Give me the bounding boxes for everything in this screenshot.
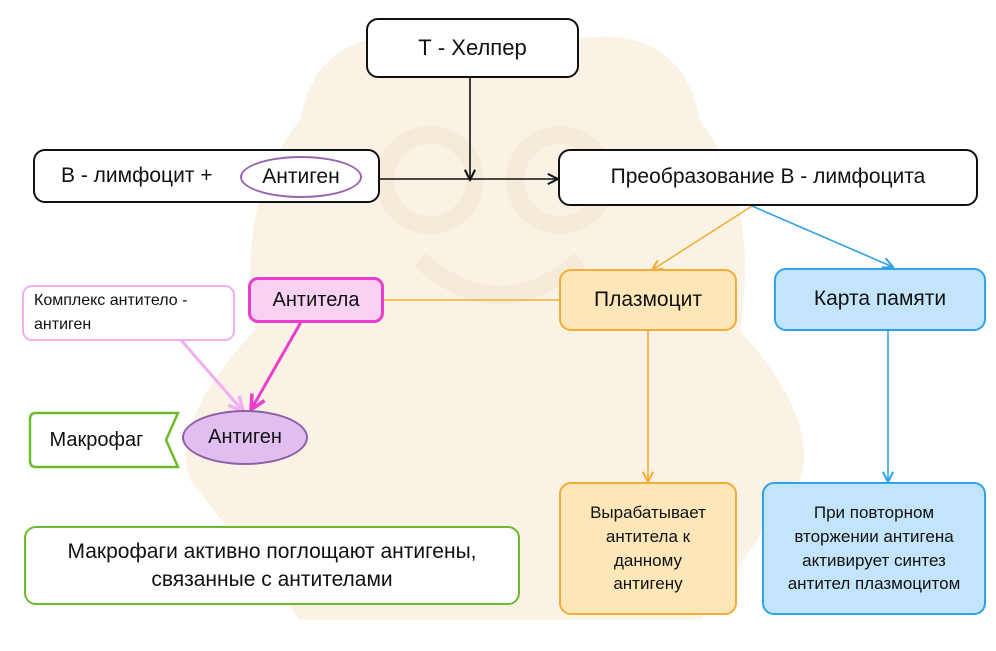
b-lymphocyte-label: В - лимфоцит + [61,163,213,187]
repeat-line-3: активирует синтез [802,550,946,570]
transformation-box: Преобразование В - лимфоцита [558,149,978,206]
complex-text: Комплекс антитело - антиген [34,289,187,337]
macrophage-note-line-2: связанные с антителами [151,567,393,591]
macrophage-note-line-1: Макрофаги активно поглощают антигены, [67,540,477,564]
produces-line-2: антитела к [605,526,691,546]
antigen-bottom-label: Антиген [208,426,282,448]
repeat-line-4: антител плазмоцитом [787,574,961,594]
arrow-transform-memory [751,205,893,267]
memory-card-box: Карта памяти [774,268,986,331]
produces-line-4: антигену [613,574,683,594]
repeat-line-2: вторжении антигена [794,526,954,546]
produces-line-3: данному [614,550,682,570]
macrophage-label-wrap: Макрофаг [34,413,159,467]
complex-line-1: Комплекс антитело - [34,292,188,309]
complex-box: Комплекс антитело - антиген [22,285,235,341]
repeat-text: При повторном вторжении антигена активир… [788,501,961,596]
produces-line-1: Вырабатывает [590,502,706,522]
memory-card-label: Карта памяти [813,287,947,311]
macrophage-label: Макрофаг [49,428,144,451]
macrophage-banner [28,411,180,469]
plasmocyte-box: Плазмоцит [559,269,737,331]
arrow-complex-antigen [179,339,242,410]
produces-box: Вырабатывает антитела к данному антигену [559,482,737,615]
antigen-top-label: Антиген [262,164,340,188]
arrow-antibodies-antigen [252,321,303,408]
t-helper-label: Т - Хелпер [418,35,527,61]
arrow-transform-plasmocyte [652,205,753,270]
repeat-line-1: При повторном [813,502,935,522]
macrophage-note-text: Макрофаги активно поглощают антигены, св… [68,538,477,593]
t-helper-box: Т - Хелпер [366,18,579,78]
antigen-oval-top: Антиген [240,156,362,198]
macrophage-note-box: Макрофаги активно поглощают антигены, св… [24,526,520,605]
antibodies-box: Антитела [248,277,384,323]
produces-text: Вырабатывает антитела к данному антигену [590,501,706,596]
plasmocyte-label: Плазмоцит [594,287,702,311]
transformation-label: Преобразование В - лимфоцита [610,165,926,189]
repeat-invasion-box: При повторном вторжении антигена активир… [762,482,986,615]
complex-line-2: антиген [34,316,92,333]
antigen-oval-bottom: Антиген [182,410,308,465]
antibodies-label: Антитела [272,288,360,311]
